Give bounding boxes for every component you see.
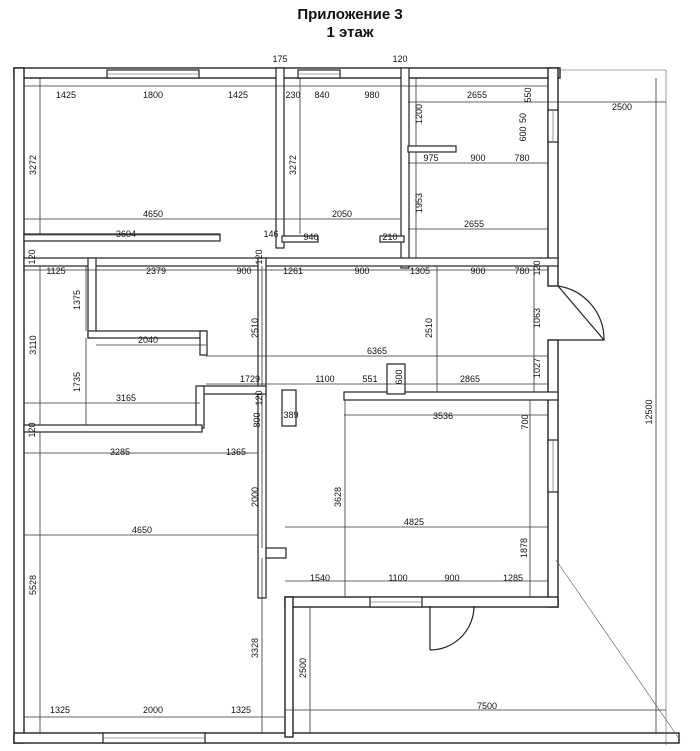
- dim-label: 2500: [612, 102, 632, 112]
- dim-label: 780: [514, 266, 529, 276]
- dim-label: 550: [523, 87, 533, 102]
- dim-label: 3536: [433, 411, 453, 421]
- dim-label: 700: [520, 414, 530, 429]
- dim-label: 1325: [231, 705, 251, 715]
- dim-label: 600: [518, 126, 528, 141]
- dimension-labels: 175 120 1425 1800 1425 230 840 980 2655 …: [27, 54, 654, 715]
- dim-label: 120: [532, 260, 542, 275]
- dim-label: 3272: [288, 155, 298, 175]
- dim-label: 1729: [240, 374, 260, 384]
- dim-label: 12500: [644, 399, 654, 424]
- dim-label: 3285: [110, 447, 130, 457]
- dim-label: 1063: [532, 308, 542, 328]
- dim-label: 6365: [367, 346, 387, 356]
- dim-label: 2655: [464, 219, 484, 229]
- dim-label: 3628: [333, 487, 343, 507]
- dim-label: 210: [382, 232, 397, 242]
- dim-label: 4650: [143, 209, 163, 219]
- dim-label: 120: [27, 249, 37, 264]
- dim-label: 1425: [228, 90, 248, 100]
- dim-label: 1285: [503, 573, 523, 583]
- dim-label: 840: [314, 90, 329, 100]
- dim-label: 3165: [116, 393, 136, 403]
- dim-label: 2865: [460, 374, 480, 384]
- dim-label: 1305: [410, 266, 430, 276]
- dim-label: 2510: [250, 318, 260, 338]
- dim-label: 1878: [519, 538, 529, 558]
- dim-label: 1540: [310, 573, 330, 583]
- dim-label: 1365: [226, 447, 246, 457]
- dim-label: 1261: [283, 266, 303, 276]
- dim-label: 551: [362, 374, 377, 384]
- dim-label: 175: [272, 54, 287, 64]
- dim-label: 4650: [132, 525, 152, 535]
- dim-label: 1100: [315, 374, 334, 384]
- dim-label: 975: [423, 153, 438, 163]
- windows: [102, 69, 559, 744]
- dim-label: 7500: [477, 701, 497, 711]
- dim-label: 1953: [414, 193, 424, 213]
- dim-label: 146: [263, 229, 278, 239]
- dim-label: 900: [444, 573, 459, 583]
- dim-label: 1325: [50, 705, 70, 715]
- dim-label: 940: [303, 232, 318, 242]
- page-title: Приложение 3: [297, 6, 403, 23]
- dim-label: 1100: [388, 573, 407, 583]
- entrance-door: [557, 285, 605, 341]
- dimension-lines: [24, 78, 666, 733]
- dim-label: 2500: [298, 658, 308, 678]
- dim-label: 230: [285, 90, 300, 100]
- dim-label: 120: [27, 422, 37, 437]
- dim-label: 5528: [28, 575, 38, 595]
- dim-label: 2000: [250, 487, 260, 507]
- dim-label: 2379: [146, 266, 166, 276]
- inner-walls: [23, 67, 559, 599]
- floor-subtitle: 1 этаж: [326, 24, 374, 41]
- dim-label: 600: [394, 369, 404, 384]
- dim-label: 50: [518, 113, 528, 123]
- dim-label: 2050: [332, 209, 352, 219]
- dim-label: 1375: [72, 290, 82, 310]
- dim-label: 3328: [250, 638, 260, 658]
- dim-label: 3272: [28, 155, 38, 175]
- dim-label: 1735: [72, 372, 82, 392]
- dim-label: 900: [236, 266, 251, 276]
- dim-label: 2510: [424, 318, 434, 338]
- dim-label: 900: [354, 266, 369, 276]
- dim-label: 900: [470, 153, 485, 163]
- dim-label: 1027: [532, 358, 542, 378]
- dim-label: 120: [254, 390, 264, 405]
- dim-label: 1200: [414, 104, 424, 124]
- dim-label: 2655: [467, 90, 487, 100]
- dim-label: 900: [470, 266, 485, 276]
- dim-label: 980: [364, 90, 379, 100]
- dim-label: 120: [254, 249, 264, 264]
- dim-label: 1800: [143, 90, 163, 100]
- dim-label: 1125: [46, 266, 65, 276]
- dim-label: 389: [283, 410, 298, 420]
- dim-label: 4825: [404, 517, 424, 527]
- outer-walls: [13, 67, 681, 745]
- doors: [429, 285, 605, 651]
- dim-label: 780: [514, 153, 529, 163]
- dim-label: 120: [392, 54, 407, 64]
- dim-label: 800: [252, 412, 262, 427]
- dim-label: 3110: [28, 335, 38, 354]
- dim-label: 3604: [116, 229, 136, 239]
- dim-label: 2000: [143, 705, 163, 715]
- dim-label: 1425: [56, 90, 76, 100]
- dim-label: 2040: [138, 335, 158, 345]
